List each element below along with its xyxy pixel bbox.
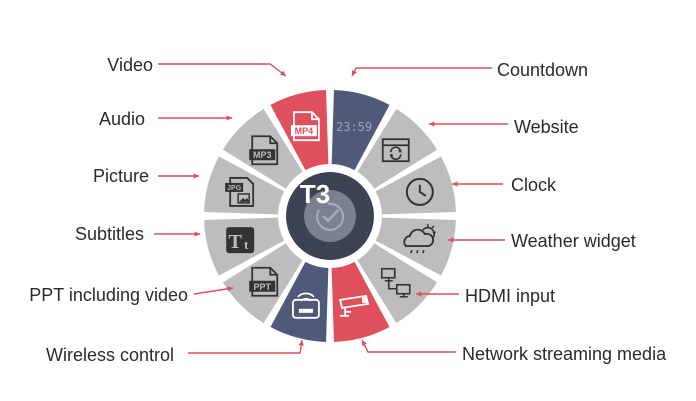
arrowhead-subtitles (194, 231, 200, 237)
jpg-icon: JPG (225, 177, 255, 207)
label-website: Website (514, 117, 579, 137)
arrowhead-ppt (227, 286, 233, 292)
arrowhead-countdown (352, 70, 357, 76)
check-badge-icon (316, 202, 345, 231)
mp3-icon: MP3 (249, 135, 279, 166)
connector-wireless (188, 339, 303, 354)
label-ppt-including-video: PPT including video (29, 285, 188, 305)
arrowhead-picture (193, 173, 199, 179)
label-network-streaming-media: Network streaming media (462, 344, 667, 364)
ppt-icon: PPT (249, 266, 279, 297)
arrowhead-weather (448, 237, 454, 243)
website-icon (381, 138, 410, 163)
label-audio: Audio (98, 109, 145, 129)
petal-mp3 (222, 108, 303, 189)
label-clock: Clock (511, 175, 557, 195)
hub-inner-circle (304, 190, 356, 242)
svg-text:23:59: 23:59 (336, 120, 372, 134)
countdown-icon: 23:59 (336, 120, 372, 134)
label-video: Video (107, 55, 153, 75)
svg-text:MP3: MP3 (253, 150, 272, 160)
svg-text:t: t (244, 237, 249, 252)
arrowhead-website (429, 121, 435, 127)
petal-clock (375, 156, 456, 215)
label-wireless-control: Wireless control (45, 345, 174, 365)
arrowhead-hdmi (416, 291, 422, 297)
arrowhead-streaming (362, 340, 367, 346)
svg-text:T: T (228, 231, 242, 253)
camera-icon (338, 294, 370, 317)
connector-video (158, 63, 287, 77)
arrowhead-clock (452, 181, 458, 187)
petal-jpg (204, 156, 285, 215)
arrowhead-audio (226, 115, 232, 121)
connector-streaming (361, 339, 456, 353)
svg-text:JPG: JPG (227, 185, 242, 192)
label-countdown: Countdown (497, 60, 589, 80)
petal-wireless (270, 261, 329, 342)
label-weather-widget: Weather widget (511, 231, 636, 251)
weather-icon (403, 224, 437, 254)
mp4-icon: MP4 (290, 111, 320, 142)
connector-ppt (193, 287, 234, 295)
petal-camera (331, 261, 390, 342)
label-picture: Picture (92, 166, 149, 186)
hub-title: T3 (300, 179, 330, 209)
label-hdmi-input: HDMI input (465, 286, 556, 306)
svg-text:MP4: MP4 (295, 126, 314, 136)
arrowhead-video (280, 70, 286, 76)
label-subtitles: Subtitles (74, 224, 144, 244)
petal-countdown (331, 90, 390, 171)
svg-text:PPT: PPT (253, 282, 271, 292)
petal-website (357, 108, 438, 189)
wireless-icon (292, 292, 320, 319)
arrowhead-wireless (298, 340, 304, 346)
clock-icon (405, 177, 434, 206)
connector-countdown (351, 67, 492, 77)
hdmi-icon (380, 267, 411, 298)
petal-hdmi (357, 243, 438, 324)
